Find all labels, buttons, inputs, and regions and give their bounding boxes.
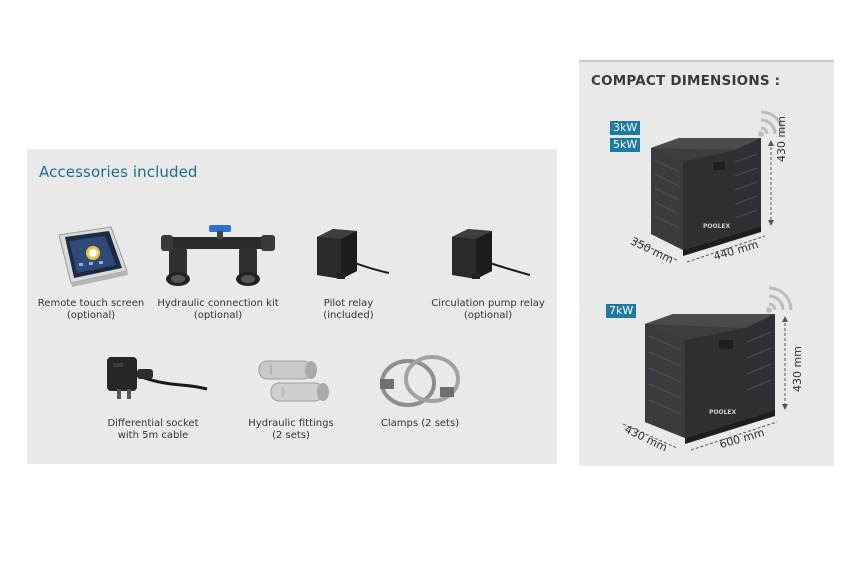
- relay-box-icon: [452, 229, 530, 279]
- accessory-label-pilot-relay: Pilot relay (included): [281, 298, 416, 322]
- label-line1: Remote touch screen: [37, 298, 145, 309]
- label-line1: Hydraulic connection kit: [157, 298, 279, 309]
- label-line1: Differential socket: [107, 418, 199, 429]
- pipe-fittings-icon: [258, 360, 329, 402]
- label-line1: Hydraulic fittings: [248, 418, 334, 429]
- accessory-label-differential-socket: Differential socket with 5m cable: [93, 418, 213, 442]
- height-label-large: 430 mm: [791, 346, 804, 392]
- accessory-item-pilot-relay: [281, 223, 416, 293]
- dimensions-panel: COMPACT DIMENSIONS : 3kW 5kW POOLEX: [579, 60, 834, 466]
- hose-clamps-icon: [380, 355, 460, 407]
- accessory-item-clamps: [369, 353, 471, 415]
- accessory-item-hydraulic-fittings: [235, 353, 347, 415]
- touch-screen-icon: [58, 226, 128, 287]
- height-label-small: 430 mm: [775, 116, 788, 162]
- accessories-title: Accessories included: [39, 163, 198, 181]
- label-line2: (optional): [193, 310, 243, 321]
- accessory-item-circulation-pump-relay: [421, 223, 555, 293]
- label-line2: (2 sets): [272, 430, 310, 441]
- accessory-item-hydraulic-kit: [155, 223, 281, 293]
- accessory-label-remote-touch-screen: Remote touch screen (optional): [27, 298, 155, 322]
- label-line1: Pilot relay: [323, 298, 374, 309]
- accessory-item-differential-socket: [93, 353, 213, 415]
- relay-box-icon: [316, 229, 389, 279]
- accessories-panel: Accessories included: [27, 149, 557, 464]
- label-line2: (optional): [66, 310, 116, 321]
- label-line2: with 5m cable: [117, 430, 189, 441]
- valve-kit-icon: [161, 225, 275, 286]
- accessory-item-remote-touch-screen: [27, 223, 155, 293]
- power-badge-5kw: 5kW: [610, 138, 641, 152]
- accessory-label-circulation-pump-relay: Circulation pump relay (optional): [421, 298, 555, 322]
- heat-pump-unit-small: POOLEX: [632, 110, 785, 263]
- label-line1: Circulation pump relay: [431, 298, 545, 309]
- brand-logo: POOLEX: [703, 223, 731, 230]
- power-badge-7kw: 7kW: [606, 304, 637, 318]
- power-badge-3kw: 3kW: [610, 121, 641, 135]
- brand-logo: POOLEX: [709, 409, 737, 416]
- accessory-label-hydraulic-fittings: Hydraulic fittings (2 sets): [235, 418, 347, 442]
- wifi-icon: [758, 110, 785, 137]
- dimensions-title: COMPACT DIMENSIONS :: [591, 73, 781, 89]
- plug-cable-icon: [107, 357, 208, 399]
- accessory-label-hydraulic-kit: Hydraulic connection kit (optional): [155, 298, 281, 322]
- accessory-label-clamps: Clamps (2 sets): [369, 418, 471, 430]
- label-line2: (included): [323, 310, 374, 321]
- wifi-icon: [766, 286, 793, 313]
- label-line2: (optional): [463, 310, 513, 321]
- label-line1: Clamps (2 sets): [380, 418, 460, 429]
- heat-pump-unit-large: POOLEX: [622, 286, 793, 451]
